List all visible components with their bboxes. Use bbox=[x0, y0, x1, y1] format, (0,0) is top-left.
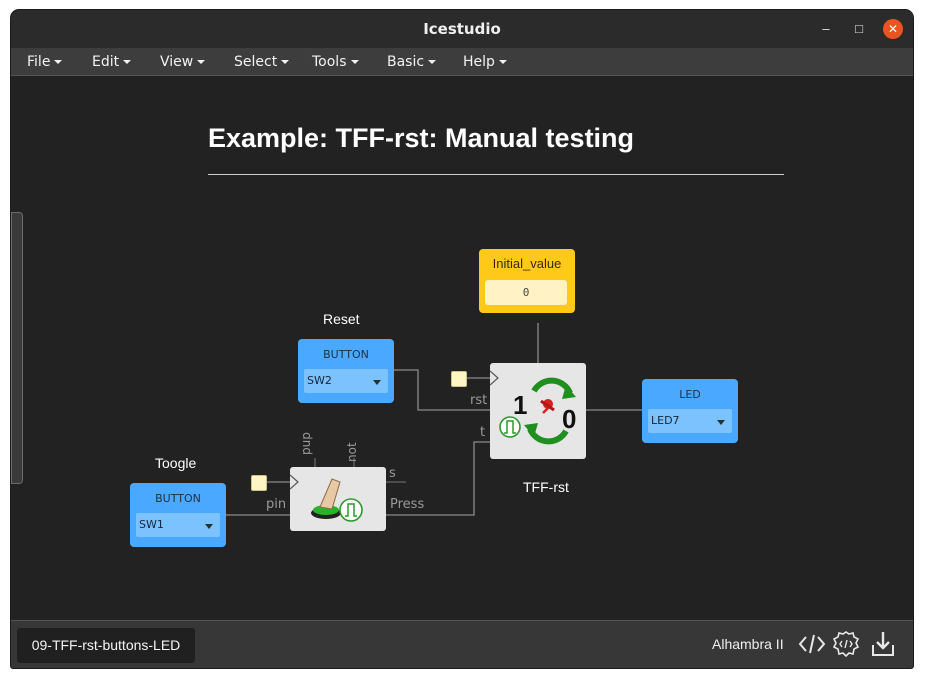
pin-select-value: SW2 bbox=[307, 374, 332, 387]
toggle-flipflop-icon bbox=[489, 370, 576, 445]
chevron-down-icon bbox=[54, 60, 63, 64]
push-button-icon bbox=[289, 474, 363, 522]
close-button[interactable]: ✕ bbox=[883, 19, 903, 39]
side-dock bbox=[11, 212, 23, 484]
wire-reset-rst bbox=[394, 369, 490, 411]
tff-digit-zero: 0 bbox=[562, 404, 577, 434]
tff-name-label: TFF-rst bbox=[523, 479, 569, 495]
maximize-button[interactable]: □ bbox=[855, 21, 863, 36]
io-type-label: BUTTON bbox=[155, 492, 201, 505]
tff-rst-block[interactable]: 1 0 bbox=[489, 363, 586, 459]
minimize-button[interactable]: – bbox=[822, 21, 830, 36]
toogle-label: Toogle bbox=[155, 455, 197, 471]
status-bar: 09-TFF-rst-buttons-LED Alhambra II bbox=[11, 620, 913, 668]
reset-button-block[interactable]: BUTTON SW2 bbox=[298, 339, 394, 403]
pin-s-label: s bbox=[389, 466, 396, 481]
param-not-label: not bbox=[345, 442, 359, 462]
pin-select-value: LED7 bbox=[651, 414, 680, 427]
chevron-down-icon bbox=[498, 60, 507, 64]
menu-edit[interactable]: Edit bbox=[92, 54, 132, 70]
app-window: Icestudio – □ ✕ File Edit View Select To… bbox=[11, 10, 913, 668]
pin-select-value: SW1 bbox=[139, 518, 164, 531]
chevron-down-icon bbox=[717, 420, 725, 425]
pin-t-label: t bbox=[480, 425, 486, 440]
chevron-down-icon bbox=[373, 380, 381, 385]
param-pup-label: pup bbox=[299, 432, 313, 455]
menu-tools[interactable]: Tools bbox=[312, 54, 359, 70]
gear-code-icon[interactable] bbox=[831, 629, 861, 659]
code-icon[interactable] bbox=[797, 629, 827, 659]
pin-select[interactable]: SW1 bbox=[136, 513, 220, 537]
reset-label: Reset bbox=[323, 311, 360, 327]
param-knob[interactable] bbox=[251, 475, 267, 491]
tff-digit-one: 1 bbox=[513, 390, 528, 420]
led-output-block[interactable]: LED LED7 bbox=[642, 379, 738, 443]
wire-press-t bbox=[386, 441, 490, 516]
menu-basic[interactable]: Basic bbox=[387, 54, 437, 70]
window-title: Icestudio bbox=[423, 20, 501, 38]
menu-file[interactable]: File bbox=[27, 54, 63, 70]
chevron-down-icon bbox=[428, 60, 437, 64]
toogle-button-block[interactable]: BUTTON SW1 bbox=[130, 483, 226, 547]
chevron-down-icon bbox=[197, 60, 206, 64]
chevron-down-icon bbox=[281, 60, 290, 64]
initial-value-block[interactable]: Initial_value 0 bbox=[479, 249, 575, 313]
chevron-down-icon bbox=[123, 60, 132, 64]
constant-title: Initial_value bbox=[492, 256, 562, 271]
pin-pin-label: pin bbox=[266, 497, 287, 512]
pin-press-label: Press bbox=[390, 497, 425, 512]
io-type-label: LED bbox=[679, 388, 701, 401]
io-type-label: BUTTON bbox=[323, 348, 369, 361]
menu-help[interactable]: Help bbox=[463, 54, 507, 70]
menu-view[interactable]: View bbox=[160, 54, 206, 70]
title-bar: Icestudio – □ ✕ bbox=[11, 10, 913, 48]
chevron-down-icon bbox=[205, 524, 213, 529]
file-name-tab[interactable]: 09-TFF-rst-buttons-LED bbox=[17, 628, 195, 663]
param-knob[interactable] bbox=[451, 371, 467, 387]
menu-select[interactable]: Select bbox=[234, 54, 290, 70]
pin-rst-label: rst bbox=[470, 393, 488, 408]
board-name[interactable]: Alhambra II bbox=[712, 636, 784, 652]
pin-select[interactable]: LED7 bbox=[648, 409, 732, 433]
button-debouncer-block[interactable] bbox=[289, 467, 386, 531]
canvas-heading: Example: TFF-rst: Manual testing bbox=[208, 123, 635, 153]
download-icon[interactable] bbox=[868, 629, 898, 659]
chevron-down-icon bbox=[350, 60, 359, 64]
pin-select[interactable]: SW2 bbox=[304, 369, 388, 393]
constant-value-input[interactable]: 0 bbox=[485, 280, 567, 305]
heading-underline bbox=[208, 174, 784, 175]
menu-bar: File Edit View Select Tools Basic Help bbox=[11, 48, 913, 76]
